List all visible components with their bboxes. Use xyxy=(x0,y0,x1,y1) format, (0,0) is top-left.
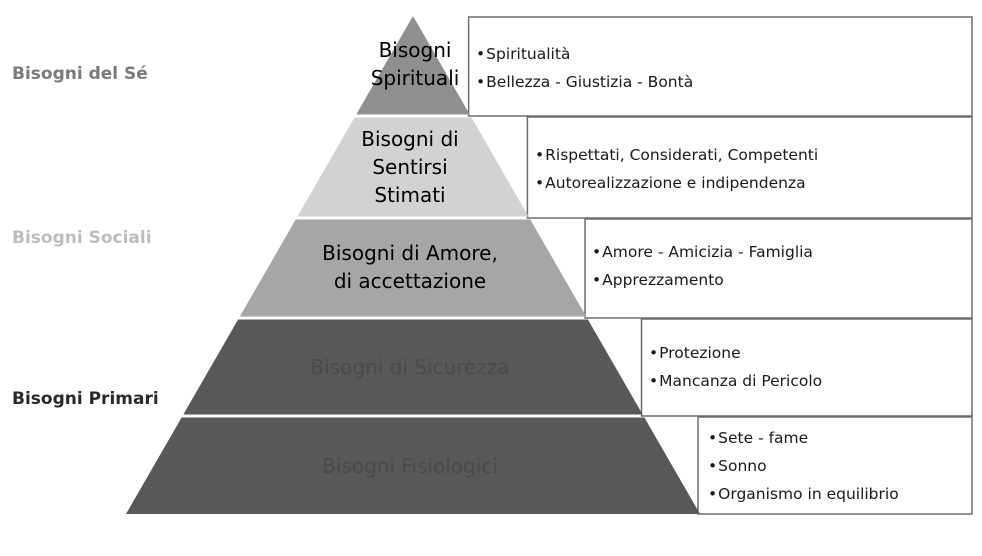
level-2-tier xyxy=(297,117,529,217)
level-4-label-line: Bisogni di Sicurezza xyxy=(310,355,510,379)
level-1-bullet: Bellezza - Giustizia - Bontà xyxy=(476,68,693,96)
level-5-tier xyxy=(126,417,700,514)
level-3-bullet: Amore - Amicizia - Famiglia xyxy=(592,238,813,266)
level-1-label: Bisogni Spirituali xyxy=(330,36,500,92)
level-4-bullets: Protezione Mancanza di Pericolo xyxy=(649,339,822,395)
level-1-bullet: Spiritualità xyxy=(476,40,693,68)
level-1-label-line: Spirituali xyxy=(370,66,460,90)
level-4-bullet: Mancanza di Pericolo xyxy=(649,367,822,395)
level-1-bullets: Spiritualità Bellezza - Giustizia - Bont… xyxy=(476,40,693,96)
label-bisogni-sociali: Bisogni Sociali xyxy=(12,228,152,248)
level-3-tier xyxy=(239,219,587,317)
level-3-bullets: Amore - Amicizia - Famiglia Apprezzament… xyxy=(592,238,813,294)
label-bisogni-del-se: Bisogni del Sé xyxy=(12,64,148,84)
level-2-bullets: Rispettati, Considerati, Competenti Auto… xyxy=(535,141,818,197)
level-2-label-line: Sentirsi xyxy=(372,155,448,179)
level-5-bullets: Sete - fame Sonno Organismo in equilibri… xyxy=(708,424,899,508)
level-2-label: Bisogni di Sentirsi Stimati xyxy=(320,125,500,209)
level-4-tier xyxy=(183,319,643,415)
level-4-bullet: Protezione xyxy=(649,339,822,367)
level-2-label-line: Bisogni di xyxy=(361,127,459,151)
level-3-bullet: Apprezzamento xyxy=(592,266,813,294)
level-4-label: Bisogni di Sicurezza xyxy=(260,353,560,381)
level-3-label-line: Bisogni di Amore, xyxy=(322,241,498,265)
level-5-bullet: Sete - fame xyxy=(708,424,899,452)
level-5-label: Bisogni Fisiologici xyxy=(250,452,570,480)
level-3-label-line: di accettazione xyxy=(333,269,487,293)
level-5-bullet: Organismo in equilibrio xyxy=(708,480,899,508)
level-2-bullet: Autorealizzazione e indipendenza xyxy=(535,169,818,197)
label-bisogni-primari: Bisogni Primari xyxy=(12,389,159,409)
level-5-label-line: Bisogni Fisiologici xyxy=(322,454,498,478)
level-1-tier xyxy=(356,16,470,115)
level-2-label-line: Stimati xyxy=(374,183,446,207)
level-2-bullet: Rispettati, Considerati, Competenti xyxy=(535,141,818,169)
level-1-label-line: Bisogni xyxy=(378,38,452,62)
level-5-bullet: Sonno xyxy=(708,452,899,480)
level-3-label: Bisogni di Amore, di accettazione xyxy=(280,239,540,295)
